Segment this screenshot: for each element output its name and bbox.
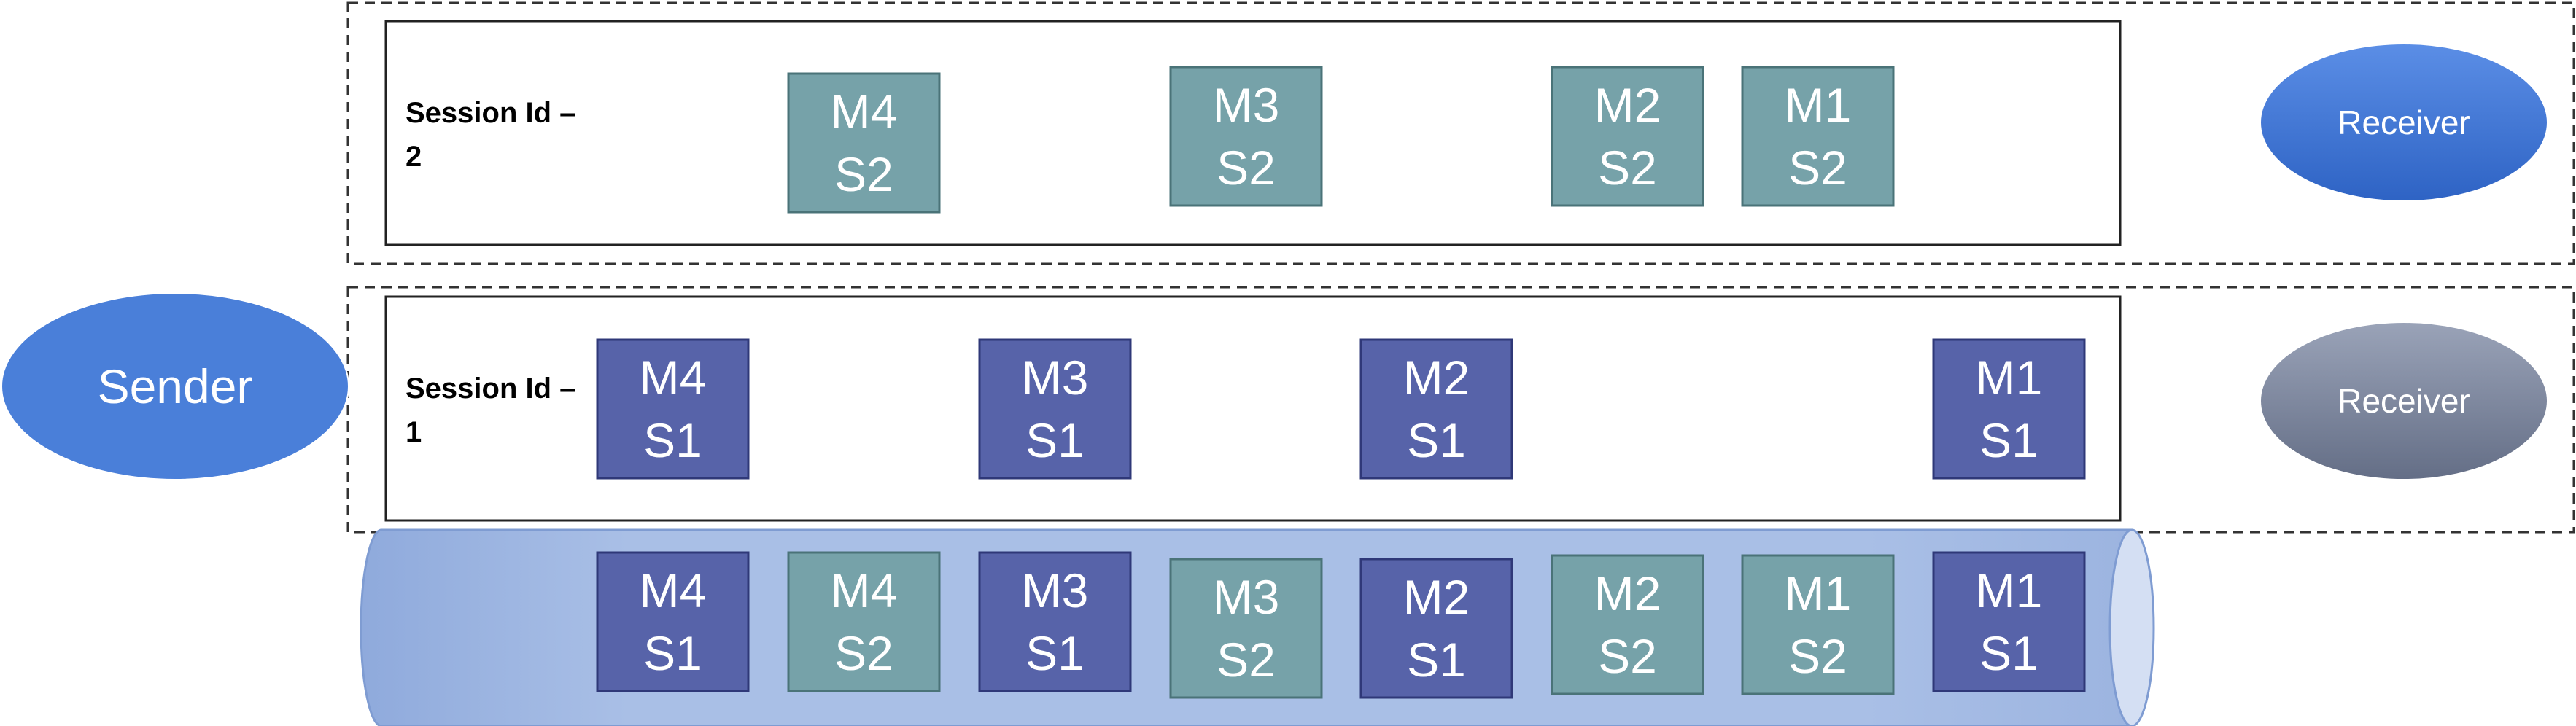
session-1-dashed-boundary [346, 286, 2575, 534]
message-session: S2 [1217, 633, 1276, 687]
receiver-ellipse [2259, 43, 2548, 202]
message-id: M3 [1213, 570, 1280, 624]
message-card[interactable]: M3 S1 [978, 551, 1132, 692]
message-card-box [978, 551, 1132, 692]
message-id: M2 [1403, 570, 1470, 624]
message-id: M3 [1022, 563, 1089, 617]
message-queue: M4 S1 M4 S2 M3 S1 M3 S2 M2 S1 [360, 528, 2155, 726]
sender-label: Sender [98, 359, 253, 413]
message-card-box [1551, 554, 1704, 695]
message-card-box [1932, 551, 2086, 692]
message-card[interactable]: M1 S1 [1932, 551, 2086, 692]
session-1-label-line2: 1 [406, 416, 422, 448]
message-id: M2 [1594, 566, 1661, 620]
message-id: M1 [1785, 566, 1852, 620]
message-session: S2 [834, 626, 893, 680]
message-session: S2 [1598, 629, 1657, 683]
message-card[interactable]: M4 S1 [596, 551, 750, 692]
message-card-box [596, 338, 750, 480]
message-card[interactable]: M2 S2 [1551, 554, 1704, 695]
sender-ellipse [1, 292, 349, 480]
message-card[interactable]: M1 S2 [1741, 66, 1895, 207]
session-2-label-line2: 2 [406, 141, 422, 173]
receiver-label: Receiver [2338, 382, 2470, 420]
message-card-box [787, 72, 941, 214]
message-card[interactable]: M4 S1 [596, 338, 750, 480]
message-card-box [1932, 338, 2086, 480]
message-session: S1 [1407, 413, 1466, 467]
queue-cylinder-end [2108, 528, 2155, 726]
message-card-box [1741, 554, 1895, 695]
message-card[interactable]: M1 S2 [1741, 554, 1895, 695]
message-card[interactable]: M1 S1 [1932, 338, 2086, 480]
message-session: S1 [643, 413, 702, 467]
message-id: M2 [1403, 351, 1470, 405]
message-session: S1 [1025, 413, 1085, 467]
message-card-box [1169, 558, 1323, 699]
message-card-box [1551, 66, 1704, 207]
session-2-messages: M4 S2 M3 S2 M2 S2 M1 S2 [787, 66, 1895, 214]
message-card-box [1169, 66, 1323, 207]
session-1-label-line1: Session Id – [406, 372, 575, 405]
message-id: M4 [640, 351, 707, 405]
message-session: S2 [1217, 141, 1276, 195]
message-session: S2 [834, 147, 893, 201]
message-card[interactable]: M3 S2 [1169, 558, 1323, 699]
message-session: S2 [1788, 141, 1847, 195]
receiver-ellipse [2259, 321, 2548, 480]
message-id: M2 [1594, 78, 1661, 132]
message-session: S1 [1979, 413, 2038, 467]
session-1-messages: M4 S1 M3 S1 M2 S1 M1 S1 [596, 338, 2086, 480]
message-id: M3 [1213, 78, 1280, 132]
message-id: M4 [831, 563, 898, 617]
session-group-2: Session Id – 2 M4 S2 M3 S2 M2 S2 M1 S2 [346, 1, 2575, 265]
message-id: M1 [1976, 563, 2043, 617]
message-card[interactable]: M3 S1 [978, 338, 1132, 480]
message-card-box [787, 551, 941, 692]
receiver-session-2[interactable]: Receiver [2259, 43, 2548, 202]
message-session: S1 [1407, 633, 1466, 687]
message-session: S1 [1025, 626, 1085, 680]
message-card[interactable]: M2 S1 [1359, 558, 1513, 699]
queue-messages: M4 S1 M4 S2 M3 S1 M3 S2 M2 S1 [596, 551, 2086, 699]
message-id: M1 [1976, 351, 2043, 405]
sender[interactable]: Sender [1, 292, 349, 480]
message-card-box [596, 551, 750, 692]
message-card-box [1359, 558, 1513, 699]
message-id: M4 [831, 85, 898, 138]
message-card-box [1741, 66, 1895, 207]
message-id: M1 [1785, 78, 1852, 132]
message-card-box [1359, 338, 1513, 480]
message-card[interactable]: M2 S1 [1359, 338, 1513, 480]
message-card[interactable]: M3 S2 [1169, 66, 1323, 207]
message-card[interactable]: M4 S2 [787, 551, 941, 692]
message-card[interactable]: M2 S2 [1551, 66, 1704, 207]
message-id: M4 [640, 563, 707, 617]
message-card[interactable]: M4 S2 [787, 72, 941, 214]
message-session: S2 [1598, 141, 1657, 195]
session-2-dashed-boundary [346, 1, 2575, 265]
receiver-label: Receiver [2338, 104, 2470, 141]
session-group-1: Session Id – 1 M4 S1 M3 S1 M2 S1 M1 S1 [346, 286, 2575, 534]
message-session: S2 [1788, 629, 1847, 683]
session-2-label-line1: Session Id – [406, 97, 575, 129]
message-session: S1 [1979, 626, 2038, 680]
message-card-box [978, 338, 1132, 480]
message-session: S1 [643, 626, 702, 680]
receiver-session-1[interactable]: Receiver [2259, 321, 2548, 480]
message-id: M3 [1022, 351, 1089, 405]
